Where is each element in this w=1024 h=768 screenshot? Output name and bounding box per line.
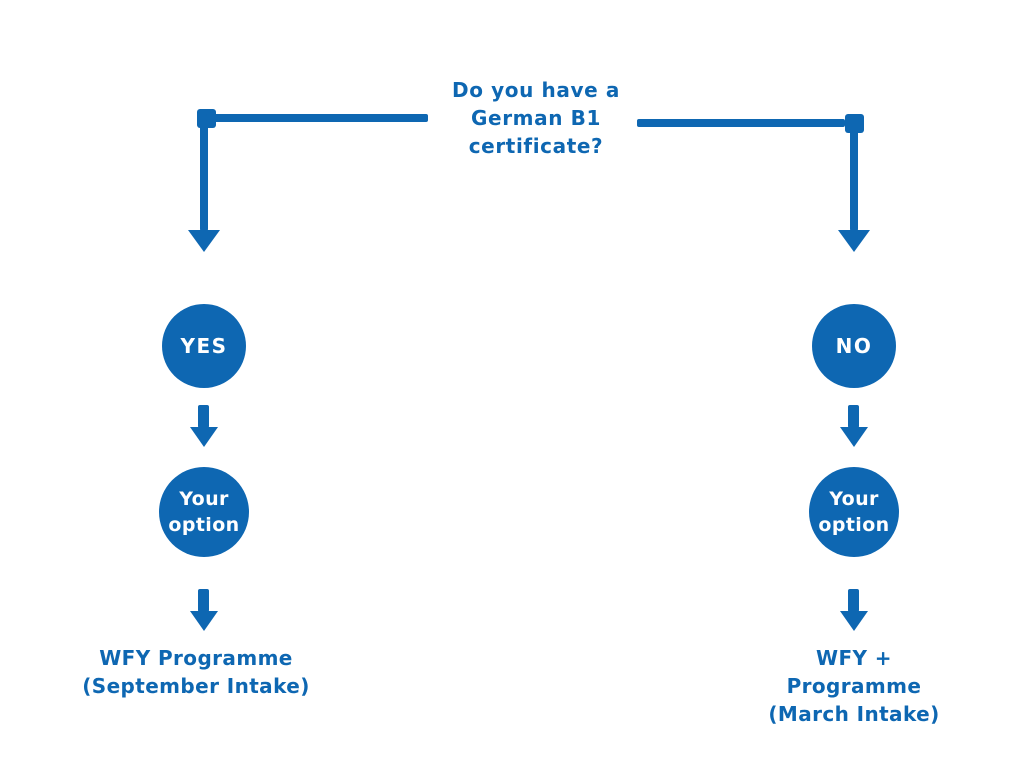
no-arrow-2-shaft: [848, 589, 859, 612]
yes-node: YES: [162, 304, 246, 388]
no-arrow-2-arrowhead-icon: [840, 611, 868, 631]
yes-arrow-2-shaft: [198, 589, 209, 612]
yes-outcome-label: WFY Programme (September Intake): [82, 646, 310, 698]
yes-arrow-1-arrowhead-icon: [190, 427, 218, 447]
no-outcome-label: WFY + Programme (March Intake): [768, 646, 940, 726]
left-connector-horizontal-line: [206, 114, 428, 122]
decision-question: Do you have a German B1 certificate?: [452, 78, 620, 158]
no-option-node: Your option: [809, 467, 899, 557]
no-option-node-label: Your option: [818, 488, 890, 536]
no-arrow-1-arrowhead-icon: [840, 427, 868, 447]
no-node-label: NO: [835, 334, 873, 358]
yes-arrow-2-arrowhead-icon: [190, 611, 218, 631]
right-connector-horizontal-line: [637, 119, 845, 127]
yes-node-label: YES: [180, 334, 228, 358]
yes-arrow-1-shaft: [198, 405, 209, 428]
right-connector-corner: [845, 114, 864, 133]
no-arrow-1-shaft: [848, 405, 859, 428]
no-node: NO: [812, 304, 896, 388]
yes-option-node-label: Your option: [168, 488, 240, 536]
left-connector-vertical-line: [200, 126, 208, 231]
yes-option-node: Your option: [159, 467, 249, 557]
left-connector-arrowhead-icon: [188, 230, 220, 252]
right-connector-arrowhead-icon: [838, 230, 870, 252]
right-connector-vertical-line: [850, 131, 858, 231]
